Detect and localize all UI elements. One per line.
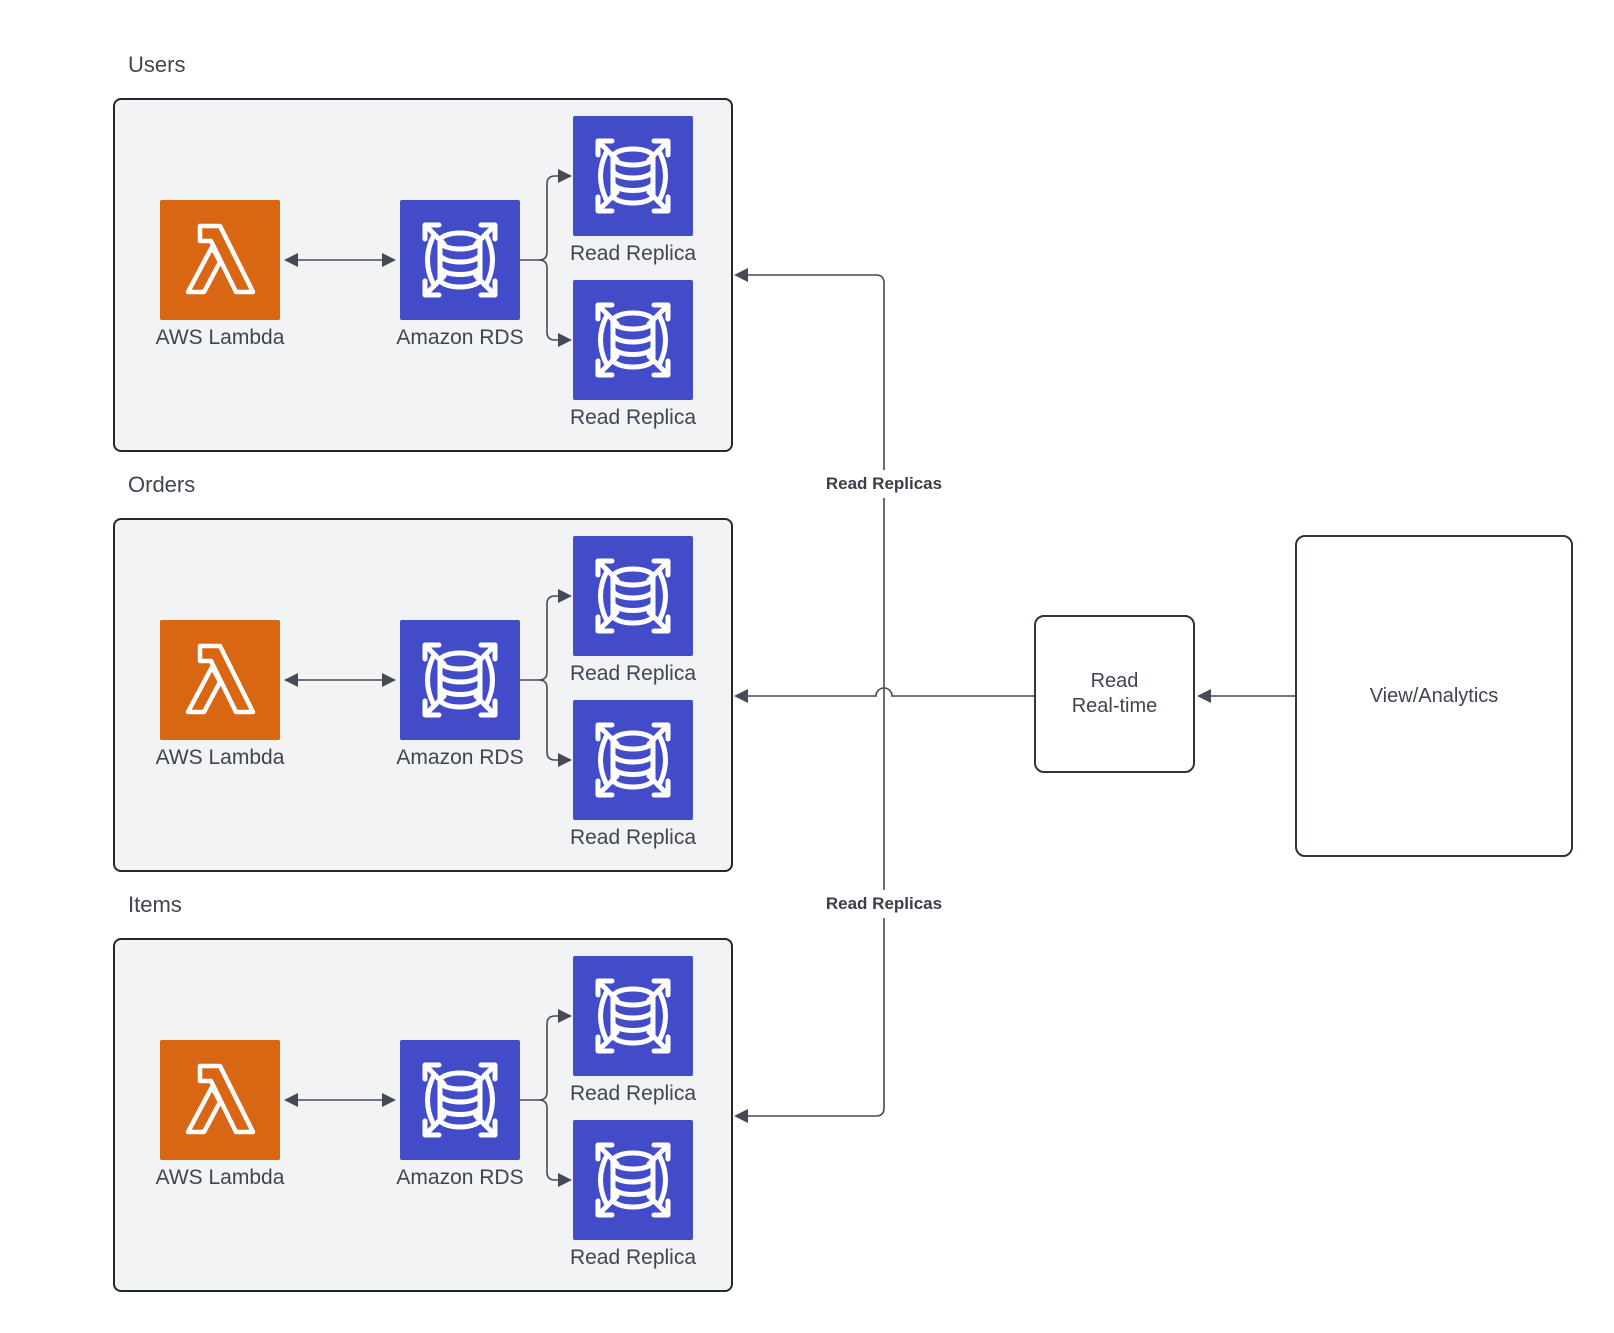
read-replica-icon: [573, 700, 693, 820]
amazon-rds-node[interactable]: [400, 620, 520, 740]
read-replica-caption: Read Replica: [569, 662, 697, 685]
read-replica-node[interactable]: [573, 956, 693, 1076]
read-replica-node[interactable]: [573, 700, 693, 820]
aws-lambda-icon: [160, 1040, 280, 1160]
amazon-rds-icon: [400, 1040, 520, 1160]
group-title-items: Items: [128, 892, 182, 917]
read-replica-icon: [573, 536, 693, 656]
amazon-rds-icon: [400, 200, 520, 320]
group-title-orders: Orders: [128, 472, 196, 497]
edge-label-read-replicas: Read Replicas: [784, 471, 984, 497]
edge-label-read-replicas: Read Replicas: [784, 891, 984, 917]
read-replica-node[interactable]: [573, 280, 693, 400]
read-replica-icon: [573, 1120, 693, 1240]
aws-lambda-icon: [160, 620, 280, 740]
read-replica-caption: Read Replica: [569, 242, 697, 265]
aws-lambda-icon: [160, 200, 280, 320]
group-orders: AWS Lambda Amazon RDS Read Replica Read …: [113, 518, 733, 872]
aws-lambda-caption: AWS Lambda: [155, 326, 285, 349]
read-replica-caption: Read Replica: [569, 1082, 697, 1105]
aws-lambda-node[interactable]: [160, 1040, 280, 1160]
aws-lambda-node[interactable]: [160, 200, 280, 320]
amazon-rds-node[interactable]: [400, 1040, 520, 1160]
aws-lambda-caption: AWS Lambda: [155, 1166, 285, 1189]
aws-lambda-caption: AWS Lambda: [155, 746, 285, 769]
read-realtime-label-line1: Read: [1090, 670, 1139, 692]
read-replica-icon: [573, 116, 693, 236]
amazon-rds-caption: Amazon RDS: [396, 1166, 524, 1189]
group-users: AWS Lambda Amazon RDS Read Replica Read …: [113, 98, 733, 452]
read-replica-caption: Read Replica: [569, 406, 697, 429]
read-replica-node[interactable]: [573, 116, 693, 236]
read-replica-icon: [573, 956, 693, 1076]
group-items: AWS Lambda Amazon RDS Read Replica Read …: [113, 938, 733, 1292]
read-replica-node[interactable]: [573, 1120, 693, 1240]
amazon-rds-caption: Amazon RDS: [396, 746, 524, 769]
aws-lambda-node[interactable]: [160, 620, 280, 740]
amazon-rds-icon: [400, 620, 520, 740]
read-replica-icon: [573, 280, 693, 400]
read-realtime-label-line2: Real-time: [1071, 695, 1158, 717]
view-analytics-node[interactable]: View/Analytics: [1295, 535, 1573, 857]
read-replica-caption: Read Replica: [569, 826, 697, 849]
amazon-rds-node[interactable]: [400, 200, 520, 320]
read-replica-caption: Read Replica: [569, 1246, 697, 1269]
amazon-rds-caption: Amazon RDS: [396, 326, 524, 349]
view-analytics-label: View/Analytics: [1369, 684, 1499, 707]
read-replica-node[interactable]: [573, 536, 693, 656]
read-realtime-node[interactable]: Read Real-time: [1034, 615, 1195, 773]
group-title-users: Users: [128, 52, 186, 77]
